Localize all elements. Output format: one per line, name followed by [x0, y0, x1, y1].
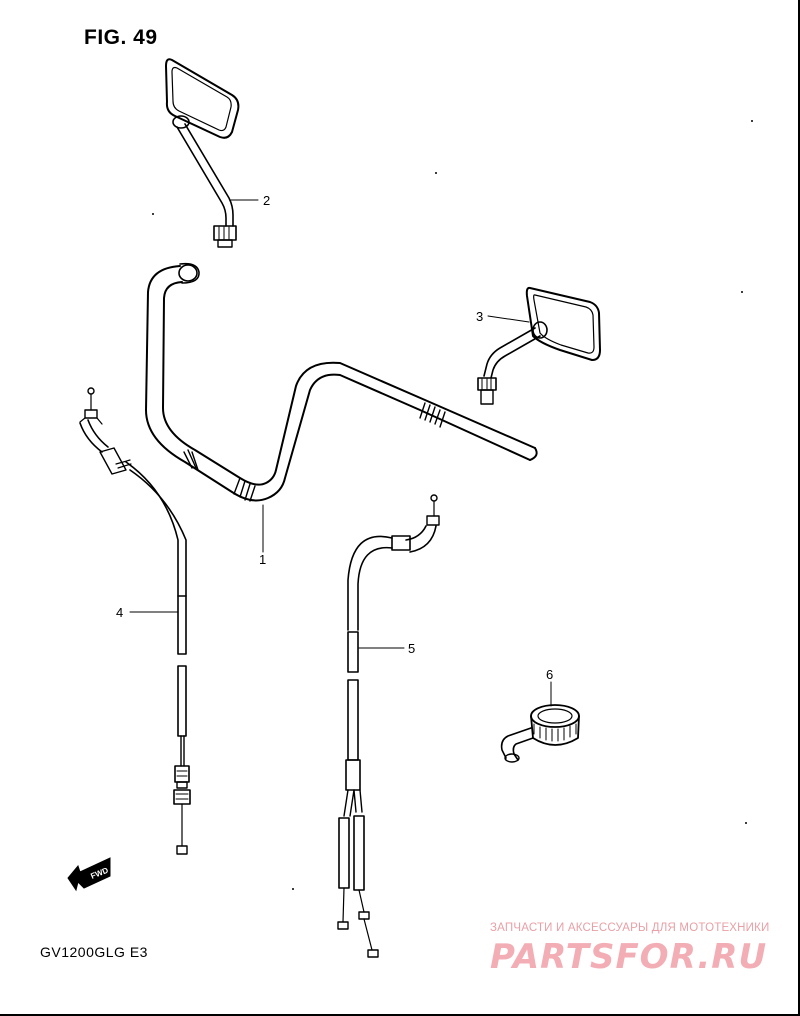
watermark-logo: PARTSFOR.RU	[490, 937, 768, 977]
clutch-cable	[79, 387, 191, 855]
model-code: GV1200GLG E3	[40, 944, 148, 960]
callout-part-1: 1	[259, 552, 267, 567]
figure-title: FIG. 49	[84, 26, 158, 49]
left-mirror	[165, 58, 259, 248]
callout-part-5: 5	[408, 641, 416, 656]
fwd-direction-arrow: FWD	[67, 857, 111, 892]
right-mirror	[477, 286, 601, 405]
watermark-tagline: ЗАПЧАСТИ И АКСЕССУАРЫ ДЛЯ МОТОТЕХНИКИ	[490, 922, 770, 934]
throttle-knob	[500, 681, 580, 763]
callout-part-3: 3	[476, 309, 484, 324]
callout-part-2: 2	[263, 193, 271, 208]
throttle-cable	[337, 494, 440, 958]
callout-part-4: 4	[116, 605, 124, 620]
handlebar	[145, 262, 538, 553]
callout-part-6: 6	[546, 667, 554, 682]
